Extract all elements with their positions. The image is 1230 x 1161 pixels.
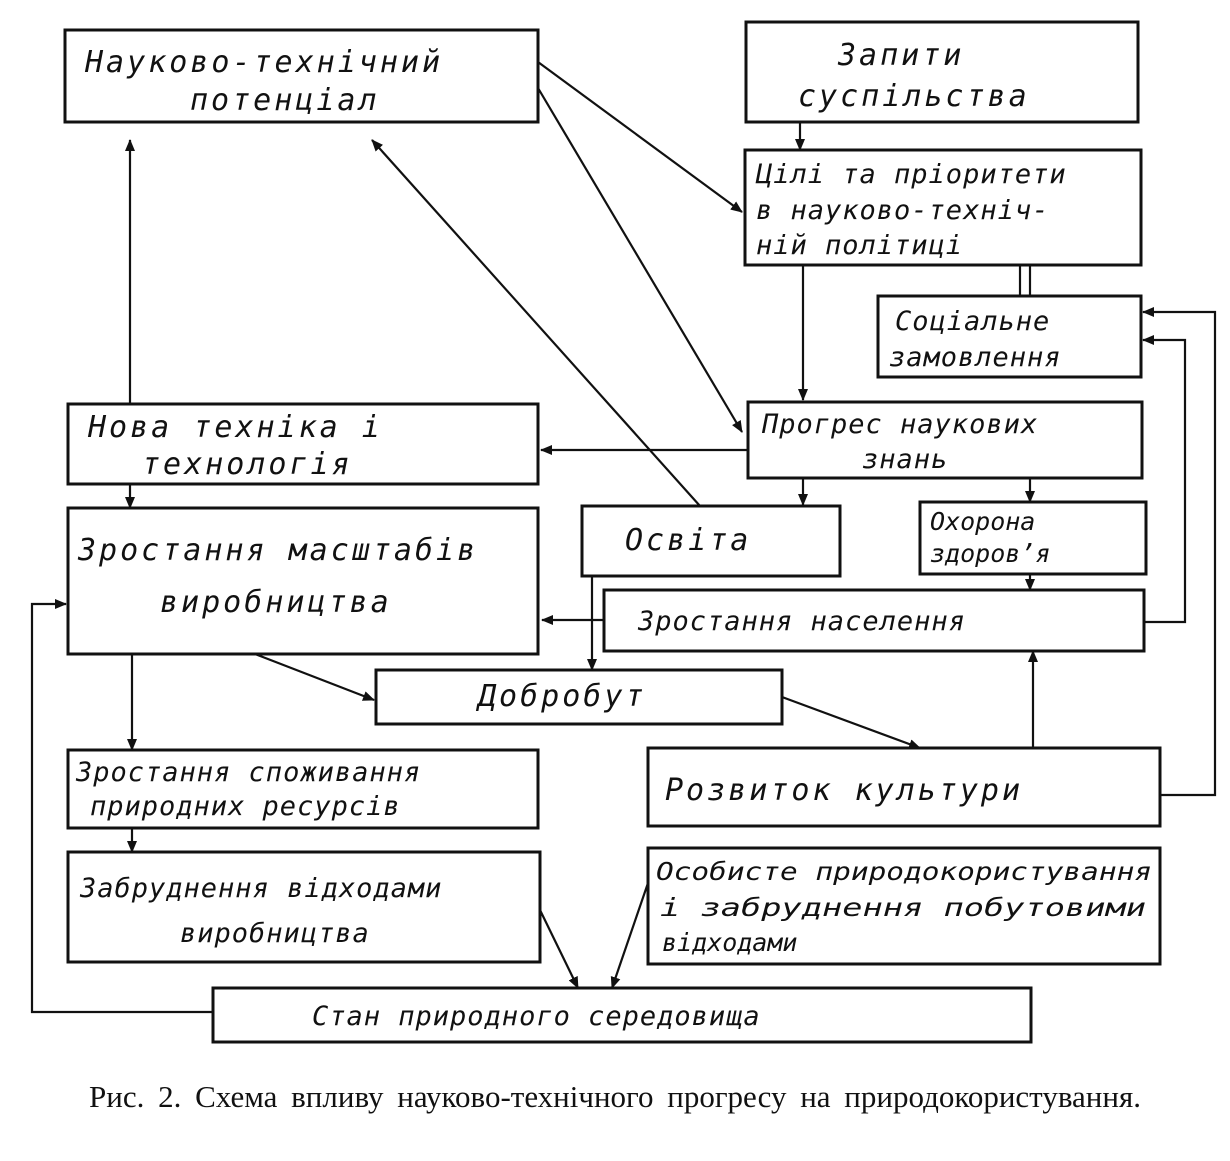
node-social-order-line-2: замовлення [889, 342, 1062, 373]
node-new-tech: Нова техніка і технологія [66, 402, 540, 486]
node-environment-line-1: Стан природного середовища [312, 1001, 761, 1032]
node-health-line-2: здоров’я [930, 539, 1050, 568]
node-welfare: Добробут [374, 668, 784, 726]
node-pollution: Забруднення відходами виробництва [66, 850, 542, 964]
node-requests-line-2: суспільства [798, 79, 1030, 114]
node-production-line-2: виробництва [160, 585, 392, 620]
edge-environment-to-production [30, 599, 213, 1014]
edge-potential-to-goals [537, 61, 743, 213]
edges [30, 61, 1217, 1014]
edge-education-to-potential [371, 139, 701, 507]
node-production: Зростання масштабів виробництва [66, 506, 540, 656]
node-personal-line-2: і забруднення побутовими [660, 893, 1146, 922]
node-potential: Науково-технічний потенціал [63, 28, 540, 124]
edge-production-to-welfare [254, 652, 375, 702]
node-health-line-1: Охорона [930, 507, 1035, 536]
edge-pollution-to-environment [539, 909, 579, 989]
node-requests-line-1: Запити [837, 38, 964, 73]
node-production-line-1: Зростання масштабів [77, 533, 478, 568]
edge-welfare-to-culture [781, 695, 921, 750]
node-population: Зростання населення [602, 588, 1146, 653]
node-goals-line-1: Цілі та пріоритети [755, 159, 1067, 190]
node-personal-line-3: відходами [662, 928, 797, 957]
node-consumption-line-1: Зростання споживання [75, 757, 421, 788]
node-knowledge-line-2: знань [862, 444, 948, 475]
edge-population-to-social [1142, 335, 1187, 624]
node-new-tech-line-1: Нова техніка і [87, 410, 383, 445]
node-pollution-line-2: виробництва [180, 918, 370, 949]
node-knowledge: Прогрес наукових знань [746, 400, 1144, 480]
node-welfare-line-1: Добробут [475, 679, 647, 714]
figure-caption: Рис. 2. Схема впливу науково-технічного … [88, 1079, 1141, 1114]
node-consumption: Зростання споживання природних ресурсів [66, 748, 540, 830]
node-education-line-1: Освіта [625, 523, 751, 558]
node-requests: Запити суспільства [744, 20, 1140, 124]
node-health: Охорона здоров’я [918, 500, 1148, 576]
node-population-line-1: Зростання населення [637, 606, 966, 637]
node-goals-line-3: ній політиці [756, 230, 963, 261]
node-culture: Розвиток культури [646, 746, 1162, 828]
node-education: Освіта [580, 504, 842, 578]
edge-culture-to-social [1142, 307, 1217, 797]
edge-personal-to-environment [610, 882, 650, 989]
node-pollution-line-1: Забруднення відходами [79, 873, 442, 904]
node-consumption-line-2: природних ресурсів [90, 791, 401, 822]
node-potential-line-1: Науково-технічний [84, 45, 443, 80]
node-personal-line-1: Особисте природокористування [656, 857, 1152, 886]
node-goals-line-2: в науково-техніч- [756, 195, 1049, 226]
node-potential-line-2: потенціал [190, 83, 380, 118]
node-new-tech-line-2: технологія [142, 447, 353, 482]
node-personal: Особисте природокористування і забруднен… [646, 846, 1162, 966]
node-culture-line-1: Розвиток культури [665, 773, 1023, 808]
node-environment: Стан природного середовища [211, 986, 1033, 1044]
node-goals: Цілі та пріоритети в науково-техніч- ній… [743, 148, 1143, 267]
node-knowledge-line-1: Прогрес наукових [761, 409, 1038, 440]
node-social-order: Соціальне замовлення [876, 294, 1143, 379]
edge-potential-to-knowledge [537, 87, 743, 433]
node-social-order-line-1: Соціальне [895, 306, 1050, 337]
